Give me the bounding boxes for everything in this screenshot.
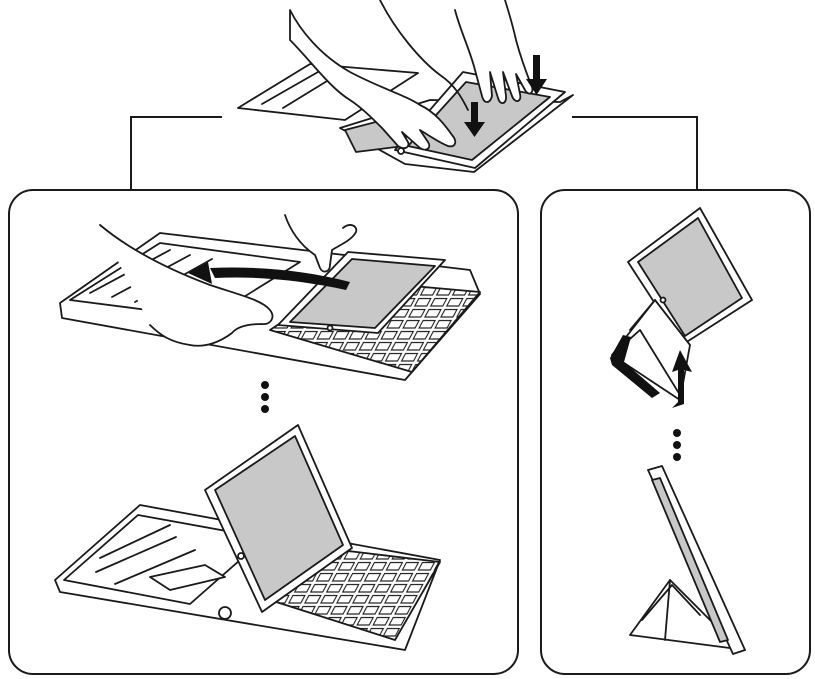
connector-right (572, 117, 697, 190)
ellipsis-left (261, 381, 269, 413)
top-panel-attach-tablet (238, 0, 573, 172)
connector-left (131, 117, 222, 190)
ellipsis-right (673, 429, 681, 461)
case-clasp (219, 607, 231, 619)
